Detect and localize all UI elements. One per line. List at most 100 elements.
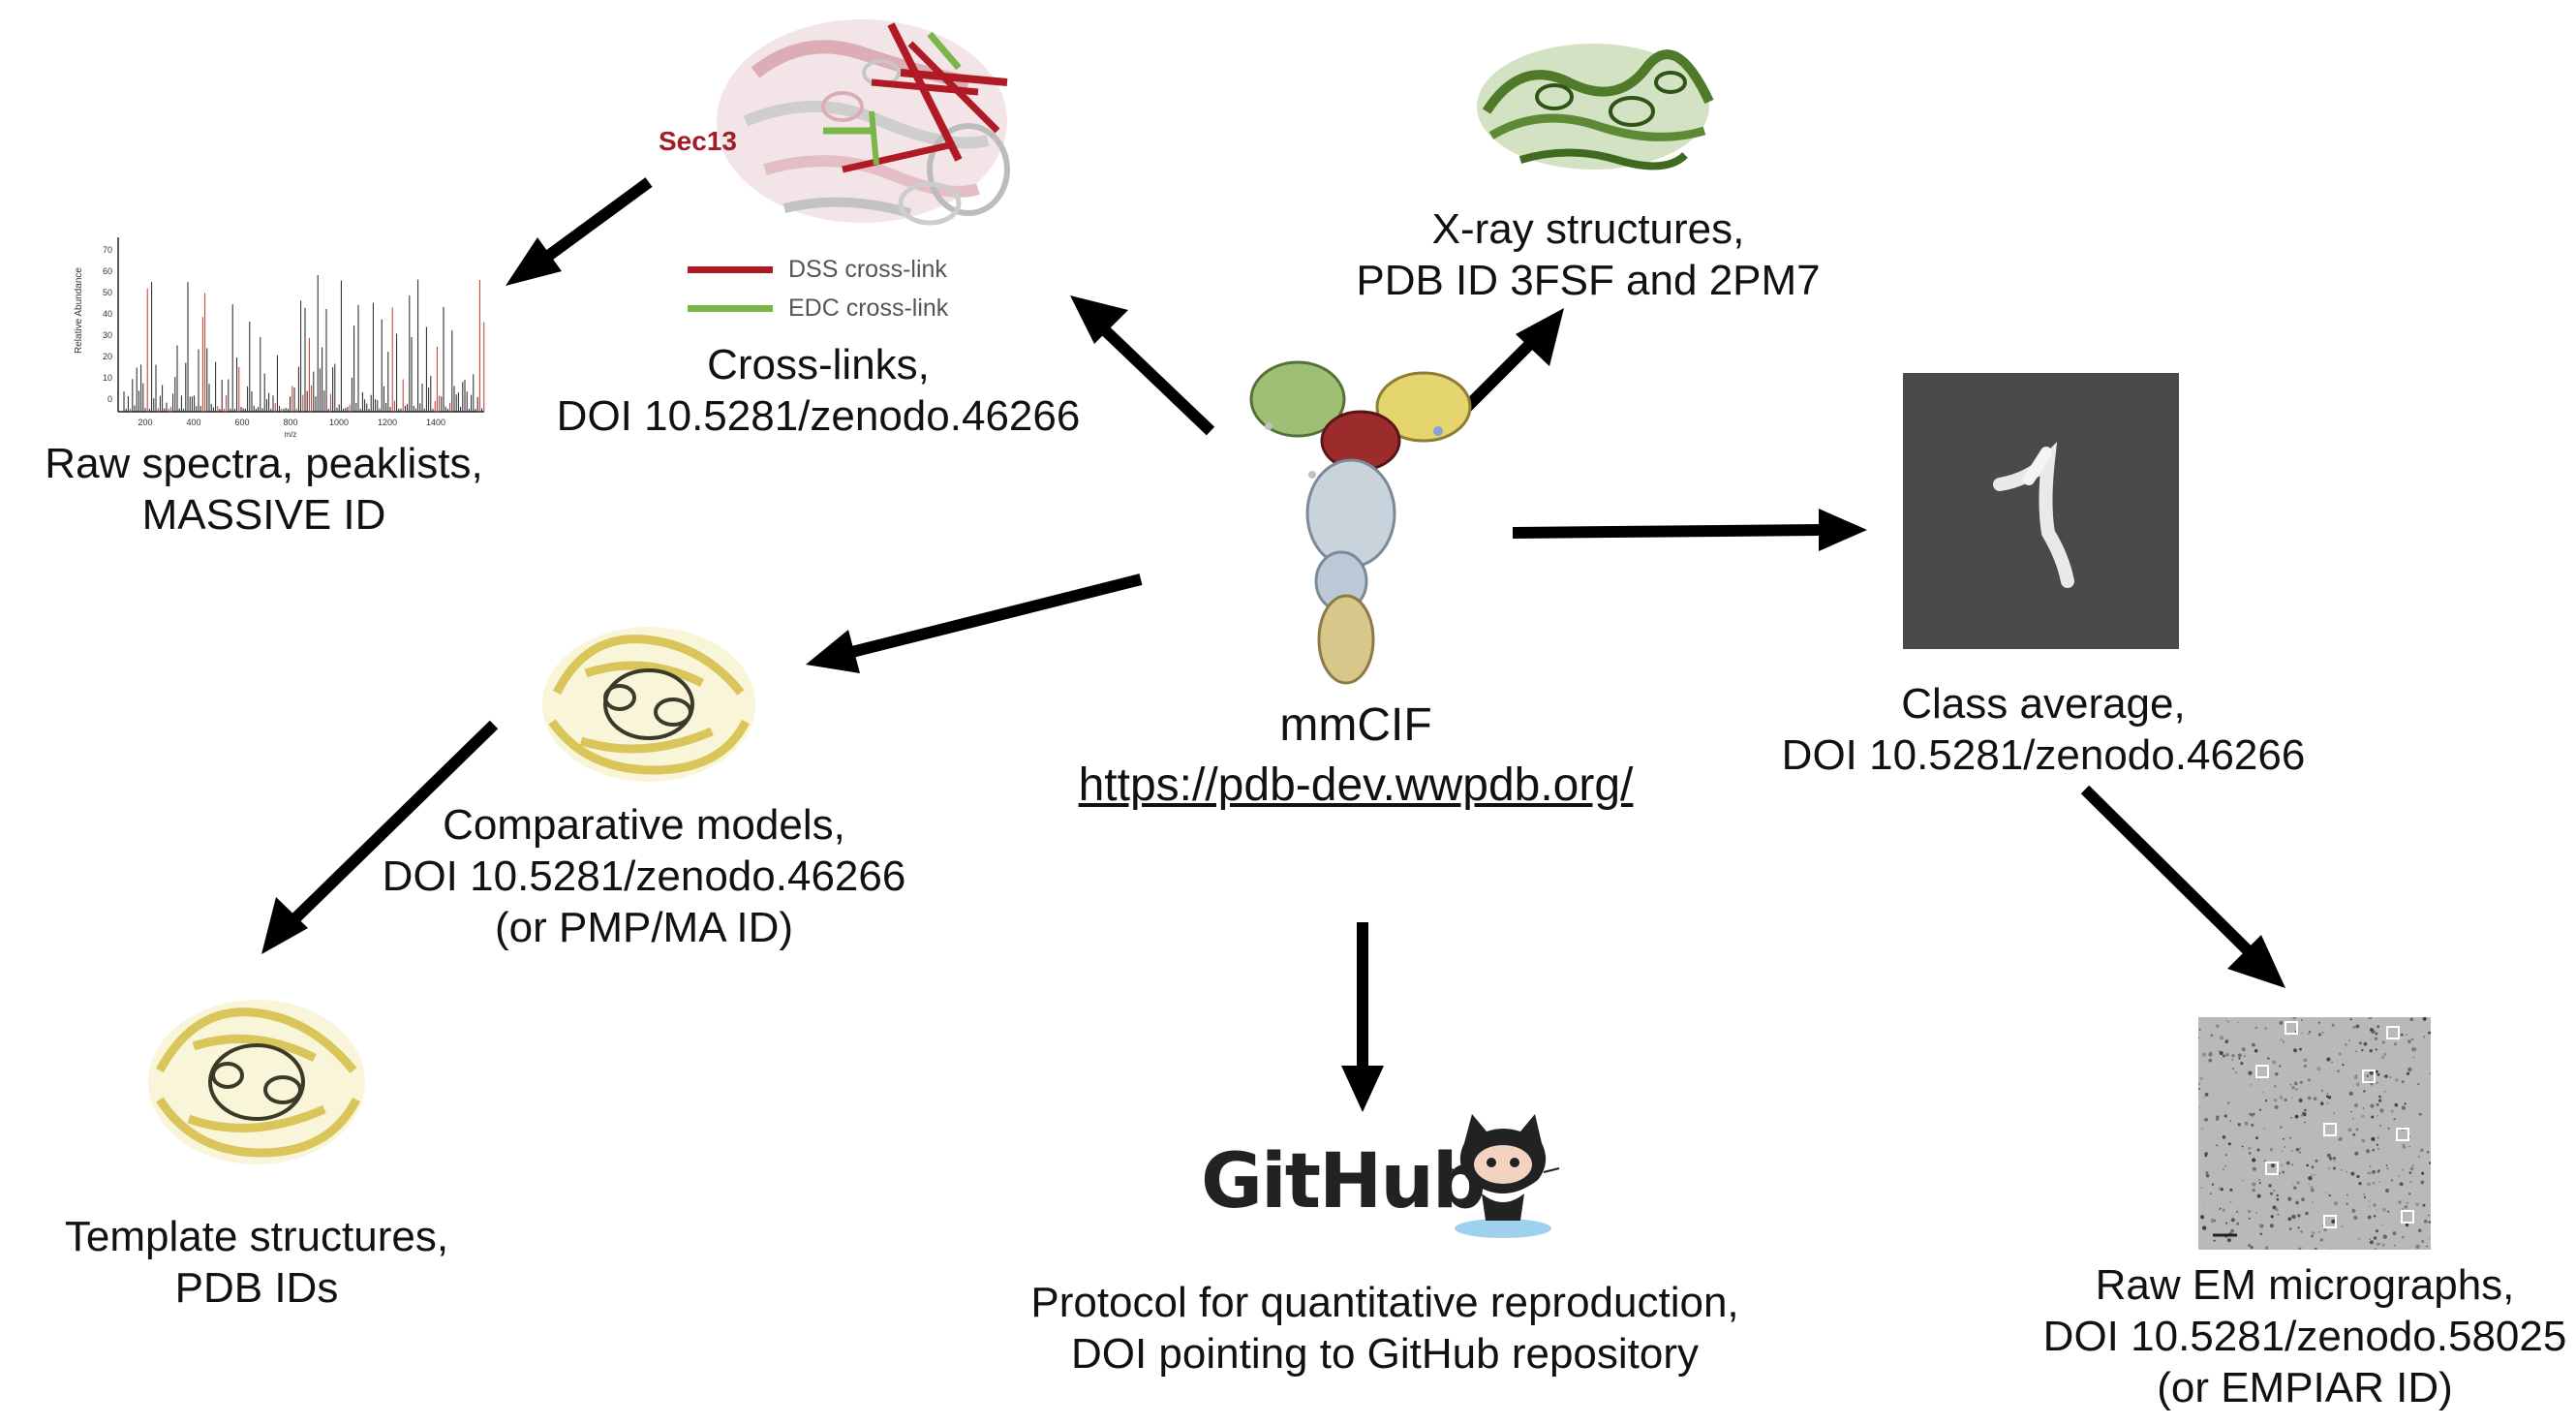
micrograph-particle — [2372, 1148, 2375, 1152]
micrograph-particle — [2227, 1020, 2230, 1023]
micrograph-particle — [2292, 1017, 2297, 1020]
micrograph-particle — [2381, 1243, 2386, 1247]
micrograph-particle — [2237, 1123, 2241, 1127]
micrograph-particle — [2326, 1102, 2329, 1104]
micrograph-particle — [2204, 1093, 2209, 1097]
micrograph-particle — [2289, 1136, 2292, 1139]
micrograph-particle — [2297, 1226, 2300, 1229]
micrograph-particle — [2327, 1096, 2332, 1100]
micrograph-particle — [2410, 1047, 2416, 1052]
micrograph-particle — [2420, 1148, 2424, 1152]
micrograph-particle — [2333, 1112, 2335, 1114]
micrograph-particle — [2279, 1095, 2283, 1099]
micrograph-particle — [2315, 1159, 2318, 1162]
micrograph-particle — [2252, 1166, 2256, 1171]
micrograph-particle — [2270, 1163, 2276, 1168]
spectrum-y-tick: 0 — [107, 394, 112, 404]
micrograph-particle — [2361, 1138, 2365, 1142]
micrograph-particle — [2377, 1169, 2380, 1172]
micrograph-particle — [2224, 1039, 2228, 1043]
micrograph-particle — [2332, 1157, 2337, 1161]
micrograph-particle — [2306, 1163, 2309, 1167]
micrograph-particle — [2389, 1075, 2392, 1079]
micrograph-particle — [2374, 1248, 2377, 1250]
micrograph-particle — [2333, 1161, 2336, 1162]
micrograph-particle — [2382, 1234, 2387, 1239]
micrograph-particle — [2404, 1102, 2407, 1105]
micrograph-particle — [2373, 1215, 2377, 1218]
micrograph-particle — [2253, 1112, 2255, 1116]
micrograph-particle — [2333, 1201, 2338, 1206]
micrograph-particle — [2421, 1171, 2425, 1175]
class-average-caption-line: Class average, — [1901, 680, 2186, 728]
arrow-to-github — [1341, 922, 1384, 1112]
micrograph-particle — [2291, 1097, 2293, 1099]
micrograph-particle — [2213, 1239, 2216, 1242]
spectrum-y-tick: 50 — [103, 288, 112, 297]
pdb-dev-link[interactable]: https://pdb-dev.wwpdb.org/ — [1078, 760, 1634, 811]
micrograph-particle — [2268, 1184, 2272, 1188]
micrograph-particle — [2307, 1078, 2311, 1082]
micrograph-particle — [2204, 1202, 2206, 1204]
micrograph-particle — [2258, 1182, 2261, 1185]
micrograph-particle — [2369, 1240, 2375, 1245]
micrograph-particle — [2361, 1048, 2364, 1052]
micrograph-particle — [2358, 1182, 2362, 1186]
micrograph-particle — [2402, 1145, 2407, 1149]
micrograph-particle — [2223, 1114, 2227, 1118]
micrograph-particle — [2308, 1176, 2313, 1181]
micrograph-particle — [2291, 1085, 2295, 1090]
micrograph-particle — [2279, 1020, 2284, 1025]
micrograph-particle — [2252, 1042, 2255, 1047]
micrograph-particle — [2241, 1047, 2246, 1052]
micrograph-particle — [2292, 1183, 2294, 1185]
micrograph-particle — [2369, 1200, 2371, 1202]
arrow-to-comparative — [806, 574, 1143, 673]
micrograph-particle — [2299, 1147, 2301, 1150]
micrograph-particle — [2326, 1153, 2331, 1158]
micrograph-particle — [2311, 1234, 2314, 1238]
micrograph-particle — [2370, 1038, 2372, 1040]
micrograph-particle — [2393, 1042, 2397, 1046]
micrograph-particle — [2254, 1212, 2257, 1215]
micrograph-particle — [2381, 1040, 2385, 1044]
micrograph-particle — [2237, 1021, 2239, 1024]
micrograph-particle — [2409, 1180, 2412, 1184]
micrograph-particle — [2354, 1103, 2358, 1108]
micrograph-particle — [2404, 1205, 2408, 1209]
micrograph-particle — [2279, 1065, 2282, 1068]
micrograph-particle — [2371, 1115, 2375, 1119]
github-caption-line: DOI pointing to GitHub repository — [1070, 1330, 1700, 1378]
micrograph-particle — [2225, 1053, 2229, 1057]
micrograph-particle — [2337, 1070, 2340, 1072]
micrograph-particle — [2409, 1166, 2414, 1171]
micrograph-particle — [2304, 1108, 2307, 1112]
micrographs-caption: Raw EM micrographs, DOI 10.5281/zenodo.5… — [2034, 1259, 2576, 1413]
micrograph-particle — [2202, 1097, 2205, 1099]
micrograph-particle — [2272, 1060, 2277, 1065]
micrograph-particle — [2401, 1105, 2406, 1110]
spectra-caption: Raw spectra, peaklists, MASSIVE ID — [29, 438, 499, 541]
template-caption: Template structures, PDB IDs — [15, 1211, 499, 1314]
micrograph-particle — [2198, 1088, 2201, 1090]
micrograph-particle — [2381, 1056, 2385, 1060]
micrograph-particle — [2371, 1136, 2376, 1141]
micrograph-particle — [2291, 1214, 2296, 1220]
micrograph-particle — [2369, 1238, 2371, 1240]
legend-item-edc: EDC cross-link — [688, 289, 948, 327]
micrograph-particle — [2282, 1137, 2285, 1140]
micrograph-particle — [2209, 1051, 2212, 1054]
micrograph-particle — [2367, 1182, 2371, 1187]
micrograph-particle — [2390, 1109, 2394, 1113]
micrograph-particle — [2198, 1037, 2199, 1038]
micrograph-particle — [2366, 1149, 2371, 1154]
micrograph-particle — [2317, 1021, 2320, 1024]
micrograph-particle — [2362, 1107, 2365, 1109]
spectrum-x-ticks: 200 400 600 800 1000 1200 1400 — [138, 418, 445, 427]
micrograph-particle — [2327, 1167, 2330, 1170]
micrograph-particle — [2291, 1163, 2293, 1166]
micrograph-particle — [2326, 1057, 2331, 1062]
micrograph-particle — [2227, 1142, 2231, 1146]
micrograph-particle — [2200, 1187, 2203, 1189]
